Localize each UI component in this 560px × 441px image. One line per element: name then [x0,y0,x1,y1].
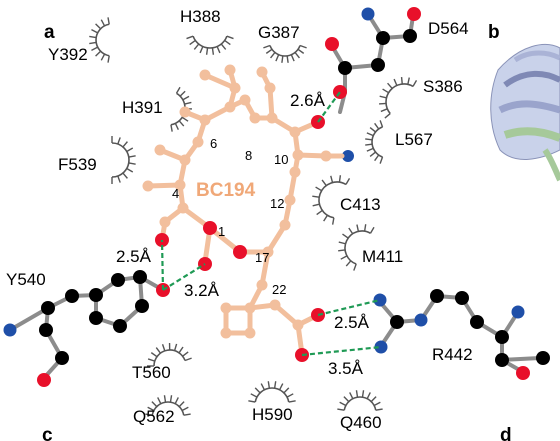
y540-carbon-atom [41,301,55,315]
y540-nitrogen-atom [3,323,17,337]
residue-label-y540: Y540 [6,270,46,289]
residue-d564-structure [325,7,421,114]
distance-y540-1: 2.5Å [116,247,152,266]
hydrophobic-arc-m411 [338,224,375,271]
y540-carbon-atom [135,299,149,313]
distance-y540-2: 3.2Å [184,281,220,300]
residue-y540-structure [3,270,170,387]
d564-carbon-atom [338,61,352,75]
r442-nitrogen-atom [511,305,525,319]
hydrophobic-arc-c413 [312,175,351,225]
hydrophobic-arc-l567 [365,120,384,164]
protein-ribbon-thumbnail [490,44,560,182]
residue-label-l567: L567 [395,130,433,149]
atom-number-6: 6 [210,136,217,151]
hbond-d564 [317,91,341,123]
r442-carbon-atom [536,351,550,365]
residue-label-c413: C413 [340,195,381,214]
panel-label-a: a [44,22,55,43]
hydrophobic-arc-h388 [186,35,234,55]
y540-oxygen-atom [37,373,51,387]
residue-label-f539: F539 [58,155,97,174]
residue-label-s386: S386 [423,77,463,96]
atom-number-10: 10 [274,152,288,167]
y540-carbon-atom [65,289,79,303]
panel-label-d: d [500,425,512,441]
r442-nitrogen-atom [373,293,387,307]
hbond-y540-1 [160,239,165,291]
atom-number-1: 1 [218,224,225,239]
residue-label-h590: H590 [252,405,293,424]
d564-carbon-atom [376,31,390,45]
r442-nitrogen-atom [374,340,388,354]
residue-label-d564: D564 [428,19,469,38]
residue-label-m411: M411 [362,247,403,266]
residue-label-g387: G387 [258,23,300,42]
r442-carbon-atom [455,291,469,305]
r442-nitrogen-atom [414,313,428,327]
residue-label-y392: Y392 [48,45,88,64]
y540-carbon-atom [111,273,125,287]
ligand-nitrogen-atom [342,150,354,162]
r442-carbon-atom [470,315,484,329]
hydrophobic-arc-q460 [337,390,383,411]
panel-label-b: b [488,22,500,43]
residue-label-h391: H391 [122,98,163,117]
residue-label-t560: T560 [132,363,171,382]
hydrophobic-arc-y392 [89,17,110,63]
ligand-bc194-skeleton [142,64,354,362]
y540-carbon-atom [113,319,127,333]
ligand-name-label: BC194 [196,180,256,201]
residue-label-h388: H388 [180,7,221,26]
hydrophobic-contact-arcs [89,17,418,416]
y540-carbon-atom [133,270,147,284]
residue-label-q460: Q460 [340,413,382,432]
r442-carbon-atom [495,353,509,367]
y540-carbon-atom [89,311,103,325]
distance-r442-1: 2.5Å [334,313,370,332]
hydrophobic-arc-s386 [379,77,418,119]
ligand-oxygen-atom [203,221,217,235]
residue-label-r442: R442 [432,345,473,364]
hbond-y540-2 [162,263,206,291]
hbond-r442-1 [317,298,381,317]
hydrophobic-arc-h590 [248,381,296,403]
d564-oxygen-atom [407,7,421,21]
d564-oxygen-atom [325,37,339,51]
hydrophobic-arc-t560 [147,342,192,367]
residue-label-q562: Q562 [133,407,175,426]
y540-carbon-atom [39,323,53,337]
atom-number-17: 17 [255,250,269,265]
atom-number-8: 8 [245,148,252,163]
panel-label-c: c [42,425,53,441]
distance-d564: 2.6Å [290,91,326,110]
r442-carbon-atom [390,315,404,329]
atom-number-22: 22 [272,282,286,297]
distance-r442-2: 3.5Å [328,359,364,378]
residue-r442-structure [373,289,550,380]
atom-number-12: 12 [270,196,284,211]
y540-carbon-atom [55,351,69,365]
y540-carbon-atom [89,288,103,302]
d564-carbon-atom [403,29,417,43]
ligand-oxygen-atom [233,245,247,259]
hydrophobic-arc-g387 [263,44,307,63]
atom-number-4: 4 [172,186,179,201]
hbond-r442-2 [301,345,382,357]
r442-oxygen-atom [516,366,530,380]
d564-nitrogen-atom [361,7,375,21]
r442-carbon-atom [430,289,444,303]
r442-carbon-atom [495,330,509,344]
hydrophobic-arc-q562 [145,395,191,416]
d564-carbon-atom [371,58,385,72]
hydrophobic-arc-f539 [111,136,136,184]
